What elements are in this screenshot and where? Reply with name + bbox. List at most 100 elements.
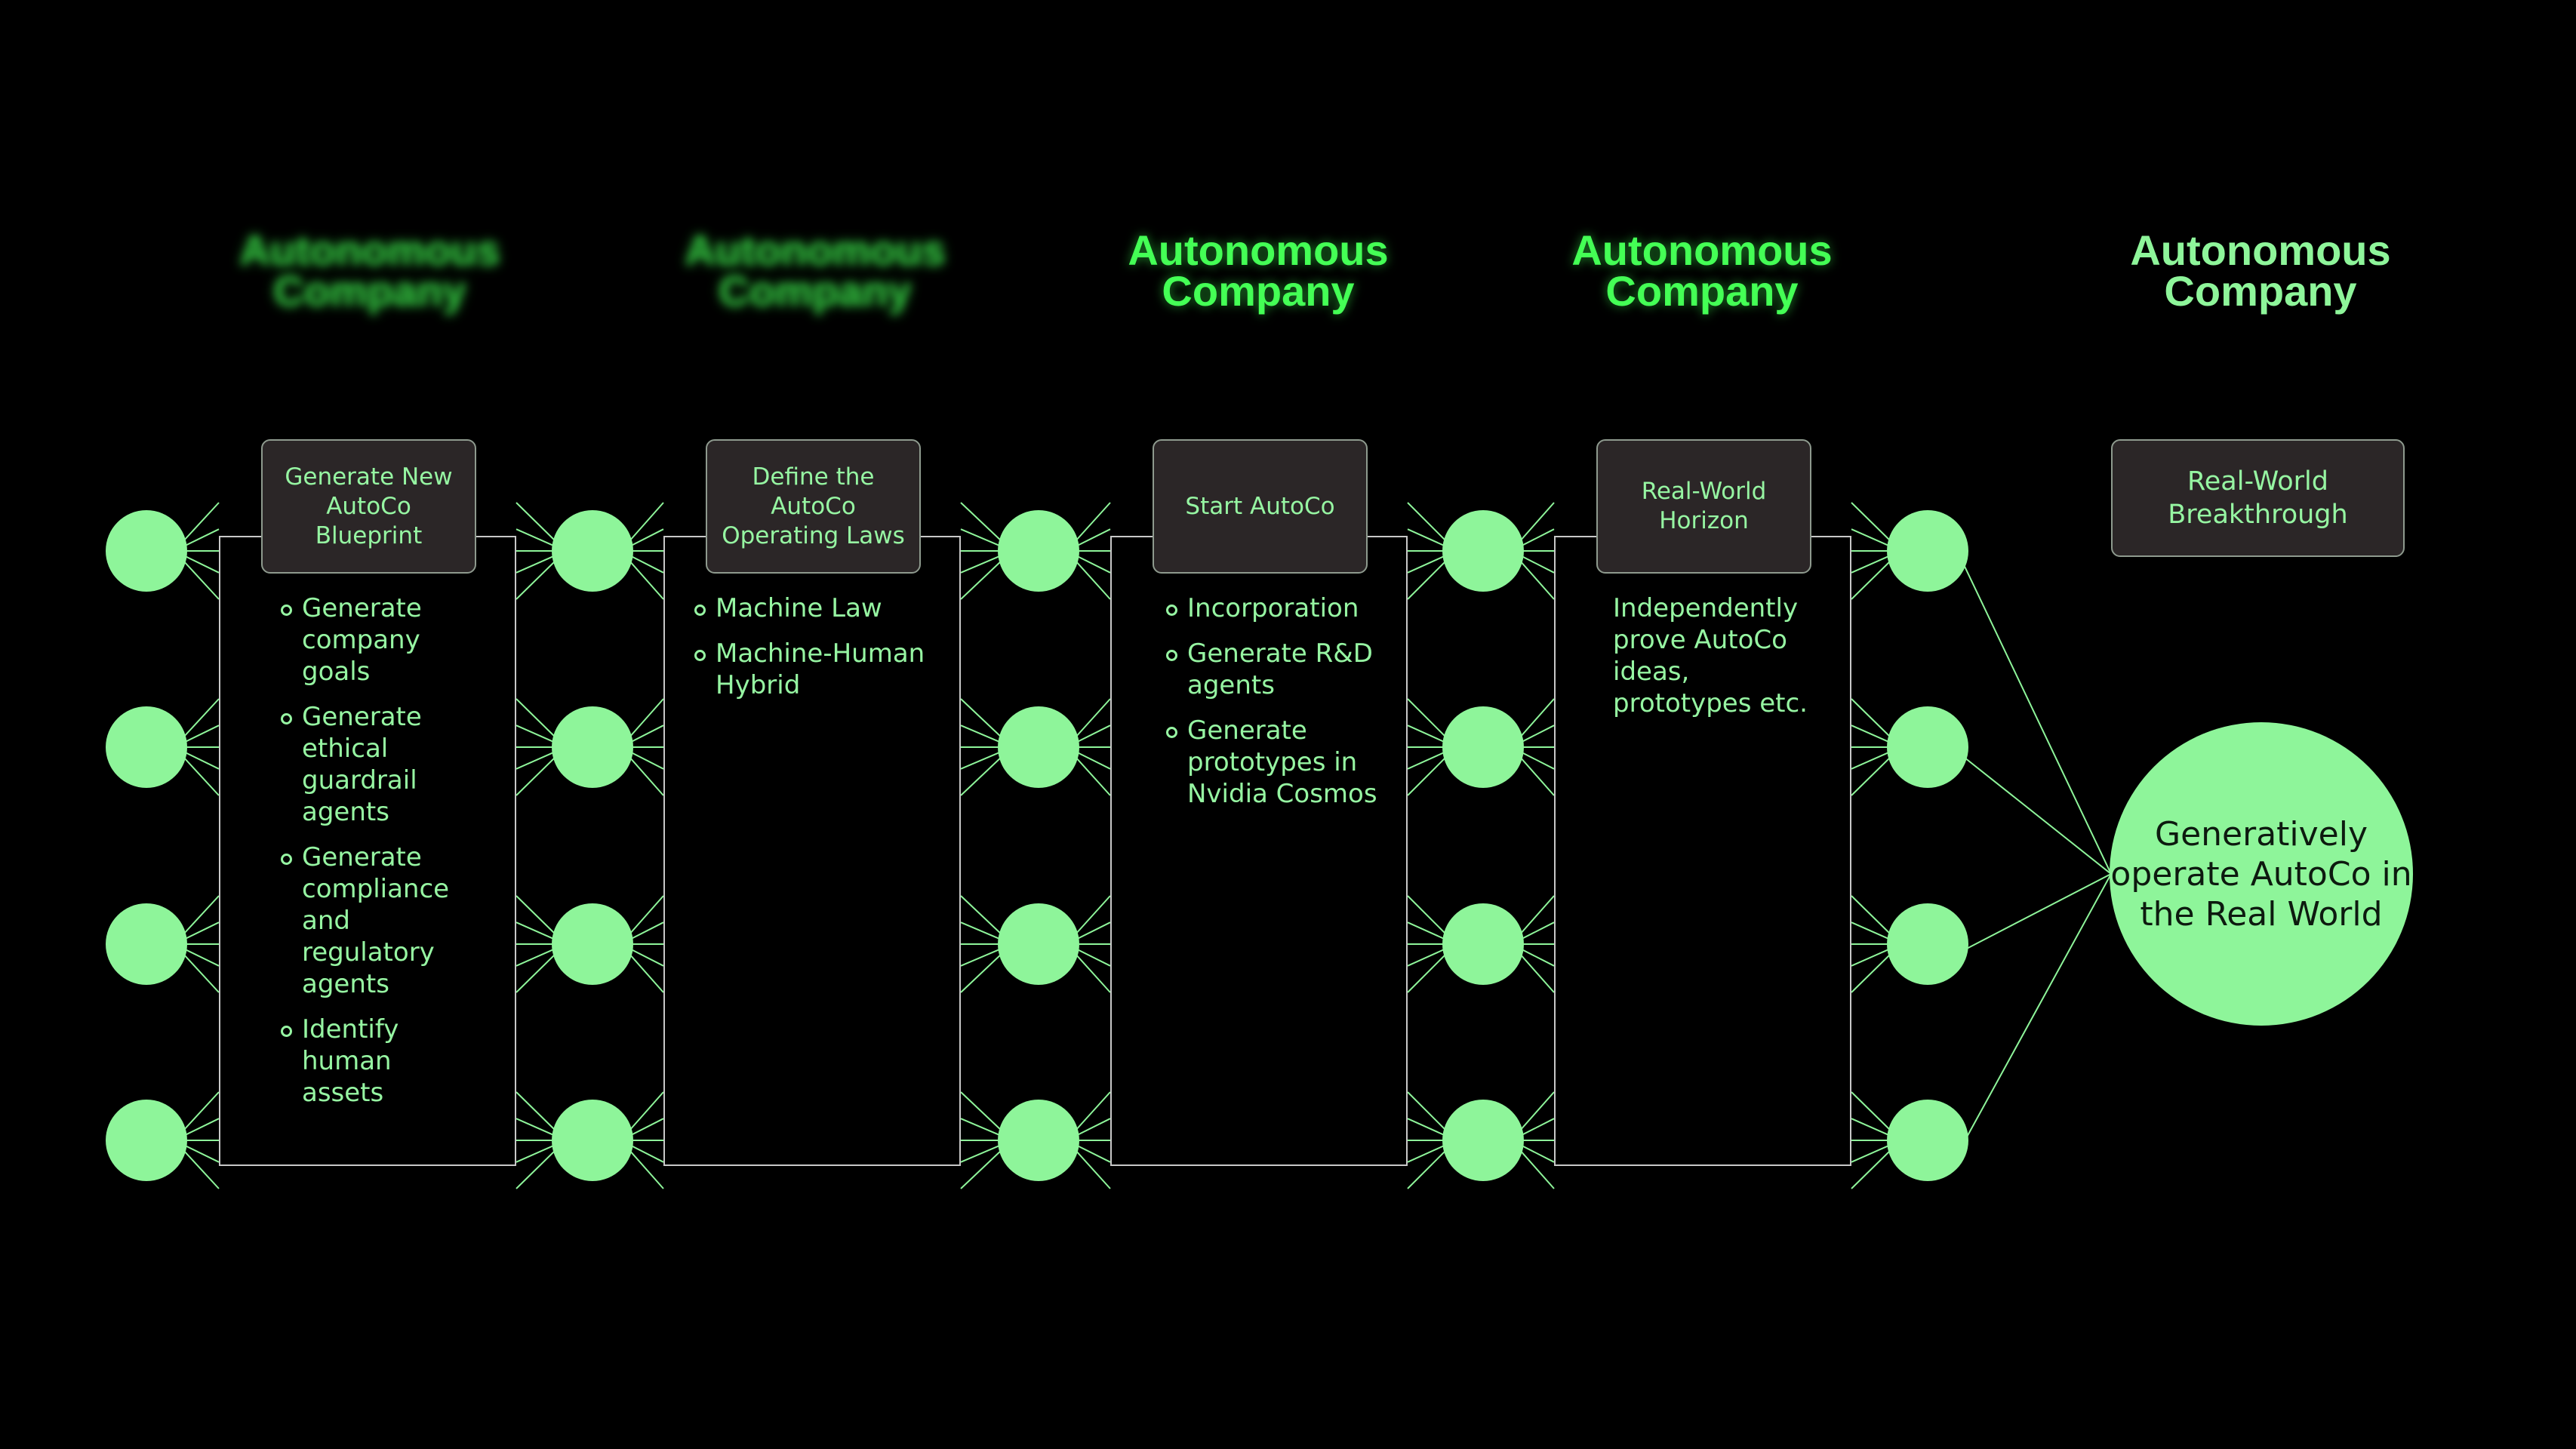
network-node: [106, 1100, 187, 1181]
connector-line: [628, 952, 664, 993]
connector-line: [628, 750, 664, 770]
connector-line: [628, 698, 664, 739]
connector-line: [516, 502, 557, 543]
connector-line: [628, 1118, 664, 1137]
step-label-4: Real-World Horizon: [1596, 439, 1811, 574]
network-node: [552, 903, 633, 985]
connector-line: [516, 755, 557, 796]
connector-line: [960, 895, 1003, 936]
column-description-4: Independently prove AutoCo ideas, protot…: [1613, 593, 1808, 718]
connector-line: [1519, 921, 1555, 941]
network-node: [1442, 1100, 1524, 1181]
connector-line: [1407, 502, 1448, 543]
connector-line: [628, 1091, 664, 1132]
connector-line: [1074, 554, 1111, 574]
connector-line: [1519, 528, 1555, 548]
connector-line: [1851, 502, 1892, 543]
connector-line: [516, 947, 557, 967]
connector-line: [628, 1143, 664, 1163]
connector-line: [1519, 724, 1555, 744]
column-panel-3: [1110, 536, 1408, 1166]
connector-line: [1851, 1118, 1892, 1137]
connector-line: [1074, 1091, 1111, 1132]
connector-line: [1519, 559, 1555, 600]
final-step-label: Real-World Breakthrough: [2111, 439, 2405, 557]
final-outcome-node: Generatively operate AutoCo in the Real …: [2110, 722, 2413, 1026]
connector-line: [516, 750, 557, 770]
connector-line: [1074, 921, 1111, 941]
network-node: [1887, 510, 1968, 592]
connector-line: [1851, 952, 1892, 993]
connector-line: [1519, 1143, 1555, 1163]
connector-line: [1407, 528, 1448, 548]
connector-line: [1519, 952, 1555, 993]
connector-line: [1851, 895, 1892, 936]
connector-line: [516, 895, 557, 936]
connector-line: [628, 559, 664, 600]
column-panel-1: [219, 536, 516, 1166]
connector-line: [1519, 1091, 1555, 1132]
connector-line: [1074, 1118, 1111, 1137]
connector-line: [1851, 750, 1892, 770]
connector-line: [1407, 947, 1448, 967]
connector-line: [182, 698, 220, 739]
column-panel-2: [663, 536, 961, 1166]
network-node: [1442, 903, 1524, 985]
network-node: [552, 1100, 633, 1181]
connector-line: [1407, 755, 1448, 796]
connector-line: [1074, 1149, 1111, 1189]
connector-line: [1407, 559, 1448, 600]
network-node: [998, 706, 1079, 788]
item-list-2: Machine Law Machine-Human Hybrid: [694, 592, 951, 715]
connector-line: [960, 502, 1003, 543]
connector-line: [1407, 698, 1448, 739]
connector-line: [182, 952, 220, 993]
connector-line: [1851, 559, 1892, 600]
connector-line: [1519, 755, 1555, 796]
connector-line: [1960, 558, 2112, 875]
connector-line: [1074, 559, 1111, 600]
connector-line: [516, 921, 557, 941]
connector-line: [1407, 952, 1448, 993]
connector-line: [1960, 873, 2112, 1149]
connector-line: [960, 1118, 1003, 1137]
connector-line: [1851, 1149, 1892, 1189]
connector-line: [1074, 724, 1111, 744]
connector-line: [1407, 1118, 1448, 1137]
list-item: Incorporation: [1166, 592, 1393, 624]
connector-line: [1407, 895, 1448, 936]
connector-line: [182, 1118, 220, 1137]
connector-line: [516, 554, 557, 574]
connector-line: [1519, 750, 1555, 770]
connector-line: [516, 1143, 557, 1163]
network-node: [998, 903, 1079, 985]
network-node: [1887, 706, 1968, 788]
network-node: [1887, 1100, 1968, 1181]
connector-line: [1851, 921, 1892, 941]
connector-line: [1519, 698, 1555, 739]
connector-line: [1519, 895, 1555, 936]
item-list-1: Generate company goals Generate ethical …: [281, 592, 454, 1122]
connector-line: [1074, 528, 1111, 548]
connector-line: [1519, 1149, 1555, 1189]
connector-line: [1074, 502, 1111, 543]
connector-line: [182, 895, 220, 936]
connector-line: [182, 1091, 220, 1132]
connector-line: [182, 750, 220, 770]
network-node: [1442, 510, 1524, 592]
connector-line: [1519, 554, 1555, 574]
network-node: [1887, 903, 1968, 985]
connector-line: [516, 724, 557, 744]
step-label-1: Generate New AutoCo Blueprint: [261, 439, 476, 574]
connector-line: [960, 1143, 1003, 1163]
connector-line: [1851, 755, 1892, 796]
connector-line: [960, 528, 1003, 548]
item-list-3: Incorporation Generate R&D agents Genera…: [1166, 592, 1393, 823]
connector-line: [1851, 554, 1892, 574]
connector-line: [182, 921, 220, 941]
list-item: Generate ethical guardrail agents: [281, 701, 454, 828]
connector-line: [960, 750, 1003, 770]
